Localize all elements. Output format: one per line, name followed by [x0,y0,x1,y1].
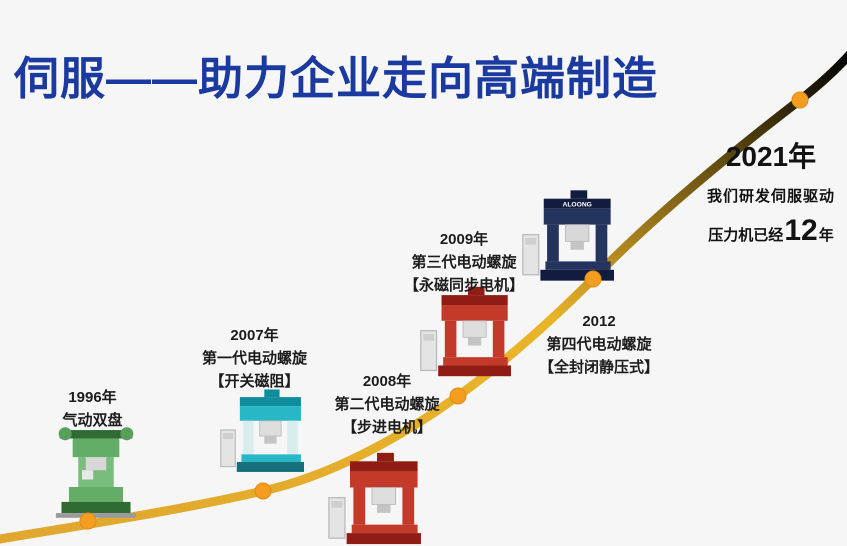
milestone-2012: 2012 第四代电动螺旋 【全封闭静压式】 [534,310,664,379]
milestone-note: 【步进电机】 [341,419,432,436]
milestone-2021: 2021年 我们研发伺服驱动 压力机已经 12 年 [696,141,846,247]
control-cabinet [420,330,438,372]
milestone-2007: 2007年 第一代电动螺旋 【开关磁阻】 [192,324,317,393]
final-line2-suffix: 年 [818,226,834,244]
final-line2: 压力机已经 12 年 [696,213,846,247]
timeline-dot-1996 [79,512,97,530]
timeline-dot-2021 [791,91,809,109]
machine-2009-image [418,286,513,382]
milestone-note: 【开关磁阻】 [209,373,300,390]
final-line2-number: 12 [784,213,818,247]
flywheel-right-icon [120,427,134,441]
milestone-1996: 1996年 气动双盘 [40,386,145,432]
timeline-dot-2012 [584,270,602,288]
machine-brand-label: ALOONG [563,202,592,209]
flywheel-left-icon [58,427,72,441]
final-line2-prefix: 压力机已经 [708,226,784,244]
milestone-year: 2008年 [362,373,412,390]
machine-2008-image [326,452,423,546]
milestone-2008: 2008年 第二代电动螺旋 【步进电机】 [322,370,452,439]
milestone-note: 【全封闭静压式】 [538,359,659,376]
machine-1996-image [54,426,138,520]
milestone-2009: 2009年 第三代电动螺旋 【永磁同步电机】 [398,228,530,297]
milestone-year: 2012 [582,313,616,330]
milestone-year: 1996年 [68,389,117,406]
page-title: 伺服——助力企业走向高端制造 [14,53,659,104]
milestone-label: 第一代电动螺旋 [201,350,307,367]
milestone-note: 【永磁同步电机】 [403,277,524,294]
control-cabinet [220,429,236,468]
final-year: 2021年 [725,141,817,172]
machine-2012-image: ALOONG [522,182,614,294]
machine-2007-image [220,388,304,478]
milestone-label: 气动双盘 [62,412,123,429]
milestone-year: 2007年 [230,327,279,344]
milestone-label: 第二代电动螺旋 [334,396,440,413]
milestone-year: 2009年 [439,231,489,248]
milestone-label: 第三代电动螺旋 [411,254,517,271]
timeline-dot-2008 [449,387,467,405]
milestone-label: 第四代电动螺旋 [546,336,652,353]
timeline-dot-2007 [254,482,272,500]
final-line1: 我们研发伺服驱动 [706,187,835,205]
